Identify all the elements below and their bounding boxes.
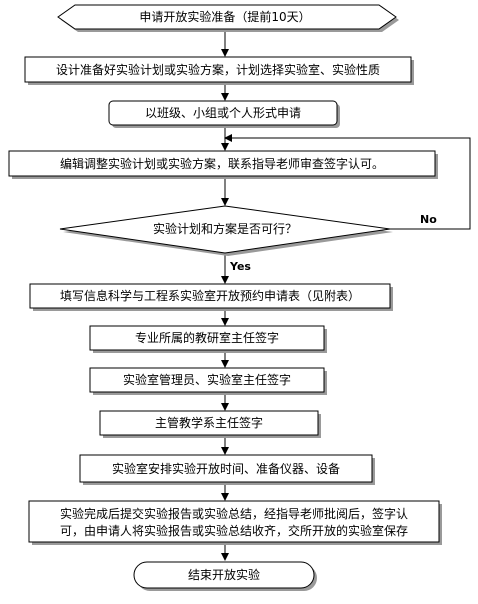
lab-sign-text: 实验室管理员、实验室主任签字 <box>123 372 291 387</box>
design-step: 设计准备好实验计划或实验方案，计划选择实验室、实验性质 <box>24 56 414 85</box>
head-sign-text: 主管教学系主任签字 <box>155 415 263 430</box>
apply-step: 以班级、小组或个人形式申请 <box>108 100 340 128</box>
no-label: No <box>420 213 437 226</box>
arrange-step: 实验室安排实验开放时间、准备仪器、设备 <box>79 454 375 485</box>
dept-sign-text: 专业所属的教研室主任签字 <box>135 330 279 345</box>
lab-sign-step: 实验室管理员、实验室主任签字 <box>89 367 327 395</box>
start-node: 申请开放实验准备（提前10天） <box>57 4 399 32</box>
fill-form-step: 填写信息科学与工程系实验室开放预约申请表（见附表） <box>29 283 393 311</box>
arrange-text: 实验室安排实验开放时间、准备仪器、设备 <box>112 461 340 476</box>
design-text: 设计准备好实验计划或实验方案，计划选择实验室、实验性质 <box>56 62 380 77</box>
edit-step: 编辑调整实验计划或实验方案，联系指导老师审查签字认可。 <box>8 150 438 179</box>
fill-form-text: 填写信息科学与工程系实验室开放预约申请表（见附表） <box>60 288 360 303</box>
report-text-line1: 实验完成后提交实验报告或实验总结，经指导老师批阅后，签字认 <box>60 506 408 521</box>
connectors <box>221 30 471 561</box>
edit-text: 编辑调整实验计划或实验方案，联系指导老师审查签字认可。 <box>60 156 384 171</box>
apply-text: 以班级、小组或个人形式申请 <box>145 106 301 120</box>
end-node: 结束开放实验 <box>133 561 317 591</box>
end-text: 结束开放实验 <box>188 567 260 582</box>
start-text: 申请开放实验准备（提前10天） <box>139 9 310 24</box>
report-step: 实验完成后提交实验报告或实验总结，经指导老师批阅后，签字认 可，由申请人将实验报… <box>28 500 442 545</box>
decision-node: 实验计划和方案是否可行？ <box>59 205 393 256</box>
dept-sign-step: 专业所属的教研室主任签字 <box>89 325 327 353</box>
decision-text: 实验计划和方案是否可行？ <box>153 221 297 236</box>
connector-decision-no-loop <box>224 134 471 230</box>
report-text-line2: 可，由申请人将实验报告或实验总结收齐，交所开放的实验室保存 <box>60 523 408 538</box>
yes-label: Yes <box>229 260 251 273</box>
head-sign-step: 主管教学系主任签字 <box>99 410 321 438</box>
